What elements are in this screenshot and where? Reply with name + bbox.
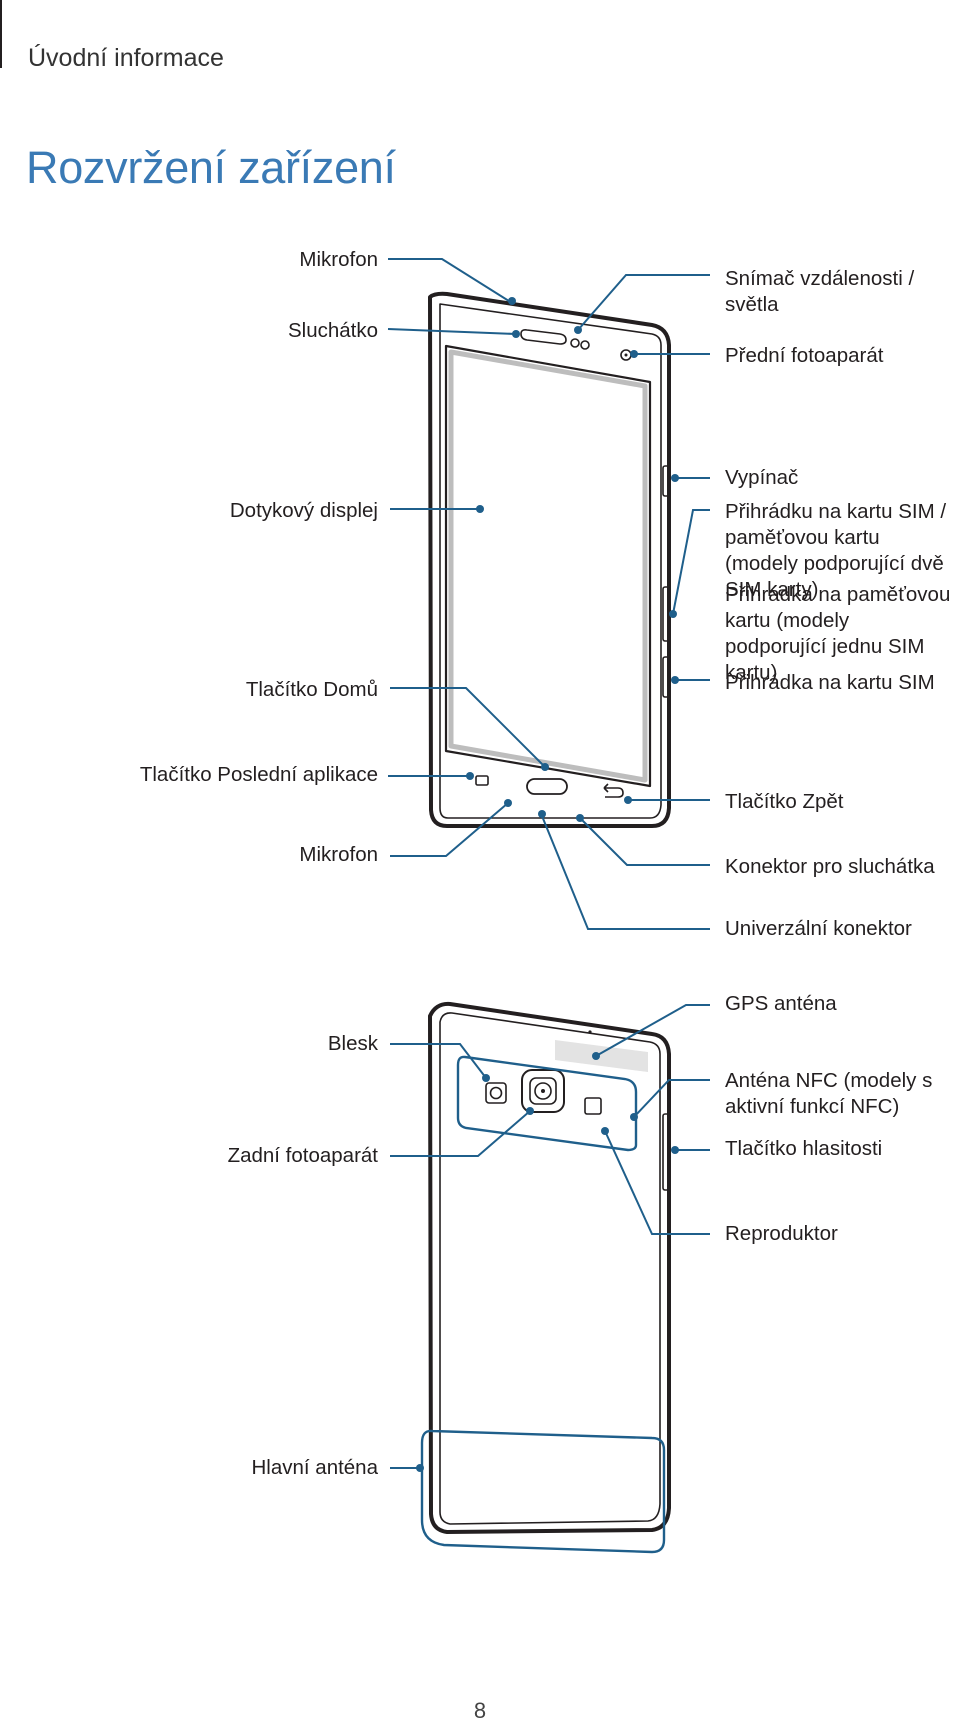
label-main-antenna: Hlavní anténa — [251, 1456, 378, 1479]
label-back: Tlačítko Zpět — [725, 790, 844, 813]
label-mic-top: Mikrofon — [299, 248, 378, 271]
gps-antenna-band — [555, 1040, 648, 1072]
speaker-grille-icon — [584, 1097, 602, 1115]
back-arrow-icon — [603, 783, 624, 798]
sim-tray — [662, 656, 670, 698]
callout-sim-mem — [672, 509, 710, 615]
home-button — [526, 778, 568, 795]
rear-microphone-hole — [588, 1030, 592, 1034]
label-mem-single: Přihrádka na paměťovou kartu (modely pod… — [725, 583, 951, 684]
callout-flash — [390, 1043, 487, 1079]
callout-mic-top — [388, 258, 513, 304]
label-mic-bottom: Mikrofon — [299, 843, 378, 866]
back-callout-dots — [416, 1052, 679, 1472]
flash-icon — [485, 1082, 507, 1104]
nfc-zone — [456, 1055, 638, 1152]
proximity-sensor-right — [580, 340, 590, 350]
callout-nfc — [633, 1079, 710, 1118]
label-front-camera: Přední fotoaparát — [725, 344, 884, 367]
label-sim-mem-dual: Přihrádku na kartu SIM / paměťovou kartu… — [725, 500, 947, 601]
touchscreen-inner-border — [448, 349, 648, 783]
touchscreen — [444, 344, 652, 788]
callout-gps — [595, 1004, 710, 1057]
front-phone — [428, 291, 671, 828]
back-phone-inner-edge — [439, 1012, 661, 1525]
main-antenna-zone — [420, 1429, 666, 1554]
callout-proximity — [577, 274, 710, 331]
label-earpiece: Sluchátko — [287, 319, 378, 342]
label-home: Tlačítko Domů — [245, 678, 378, 701]
callout-home — [390, 687, 546, 768]
callout-speaker — [604, 1130, 710, 1235]
volume-key — [662, 1113, 670, 1191]
page-edge-bar — [0, 0, 2, 68]
label-recent: Tlačítko Poslední aplikace — [139, 763, 378, 786]
back-phone-body — [428, 1001, 671, 1534]
label-proximity: Snímač vzdálenosti / světla — [725, 267, 915, 316]
label-volume: Tlačítko hlasitosti — [725, 1137, 883, 1160]
back-phone — [428, 1001, 671, 1534]
callout-usb — [541, 815, 710, 930]
callout-mic-bottom — [390, 802, 509, 857]
section-header: Úvodní informace — [28, 44, 224, 72]
recent-apps-icon — [475, 775, 489, 786]
callout-rear-camera — [390, 1110, 531, 1157]
page-number: 8 — [473, 1698, 487, 1723]
rear-camera-icon — [521, 1069, 565, 1113]
label-power: Vypínač — [725, 466, 799, 489]
label-headset: Konektor pro sluchátka — [725, 855, 935, 878]
front-callout-dots — [466, 297, 679, 822]
power-key — [662, 465, 670, 497]
back-callouts — [390, 1004, 710, 1469]
front-callouts — [387, 258, 710, 930]
label-gps: GPS anténa — [725, 992, 837, 1015]
page-title: Rozvržení zařízení — [26, 142, 396, 193]
label-nfc: Anténa NFC (modely s aktivní funkcí NFC) — [725, 1069, 933, 1118]
callout-headset — [579, 817, 710, 866]
label-rear-camera: Zadní fotoaparát — [227, 1144, 378, 1167]
front-phone-body — [428, 291, 671, 828]
back-highlight-zones — [420, 1055, 666, 1554]
earpiece-grille — [520, 329, 567, 345]
proximity-sensor-left — [570, 338, 580, 348]
label-touchscreen: Dotykový displej — [229, 499, 378, 522]
callout-earpiece — [387, 328, 517, 335]
label-flash: Blesk — [327, 1032, 378, 1055]
label-sim-tray: Přihrádka na kartu SIM — [725, 671, 935, 694]
label-usb: Univerzální konektor — [725, 917, 912, 940]
label-speaker: Reproduktor — [725, 1222, 838, 1245]
front-phone-bezel — [439, 303, 662, 819]
